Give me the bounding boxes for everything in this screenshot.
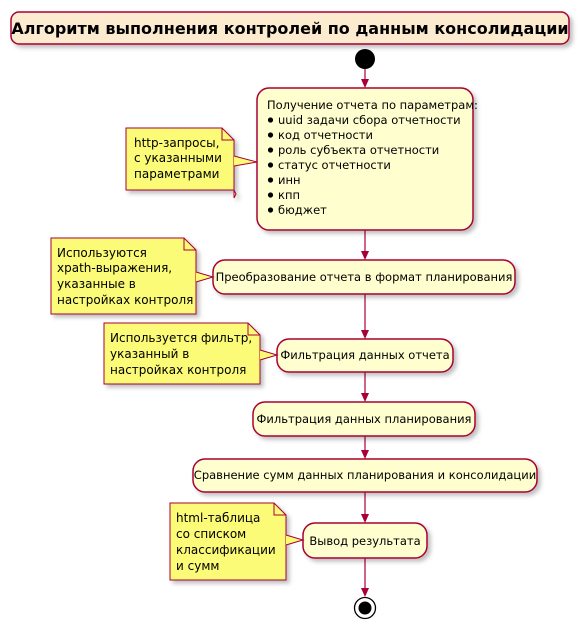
- note-4-line: со списком: [176, 527, 246, 541]
- note-filter: Используется фильтр, указанный в настрой…: [103, 322, 279, 385]
- note-4-line: html-таблица: [176, 511, 260, 525]
- bullet-item: бюджет: [278, 203, 327, 217]
- activity-4-label: Фильтрация данных планирования: [257, 412, 472, 426]
- bullet-dot: [267, 132, 274, 138]
- activity-transform-report: Преобразование отчета в формат планирова…: [212, 259, 516, 295]
- arrow-head-1: [361, 79, 369, 88]
- activity-5-label: Сравнение сумм данных планирования и кон…: [194, 468, 536, 482]
- arrow-head-3: [361, 330, 369, 339]
- note-xpath: Используются xpath-выражения, указанные …: [50, 237, 215, 315]
- note-html-table: html-таблица со списком классификации и …: [169, 502, 305, 581]
- bullet-dot: [267, 192, 274, 198]
- activity-output-result: Вывод результата: [302, 522, 428, 559]
- bullet-dot: [267, 162, 274, 168]
- note-3-line: Используется фильтр,: [110, 331, 252, 345]
- bullet-dot: [267, 177, 274, 183]
- activity-1-bullets: uuid задачи сбора отчетности код отчетно…: [267, 113, 461, 217]
- diagram-title: Алгоритм выполнения контролей по данным …: [10, 11, 570, 45]
- bullet-item: статус отчетности: [278, 158, 391, 172]
- arrow-head-7: [361, 588, 369, 597]
- bullet-item: uuid задачи сбора отчетности: [278, 113, 461, 127]
- note-http-requests: http-запросы, с указанными параметрами: [125, 127, 258, 199]
- bullet-item: код отчетности: [278, 128, 373, 142]
- diagram-title-text: Алгоритм выполнения контролей по данным …: [11, 19, 568, 38]
- bullet-item: кпп: [278, 188, 300, 202]
- bullet-dot: [267, 147, 274, 153]
- note-2-line: xpath-выражения,: [57, 261, 172, 275]
- activity-6-label: Вывод результата: [309, 534, 420, 548]
- activity-filter-report: Фильтрация данных отчета: [276, 338, 454, 373]
- note-4-line: классификации: [176, 543, 276, 557]
- activity-filter-planning: Фильтрация данных планирования: [252, 401, 476, 437]
- arrow-head-6: [361, 514, 369, 523]
- note-2-line: указанные в: [57, 277, 136, 291]
- note-1-line: http-запросы,: [134, 136, 219, 150]
- arrow-head-5: [361, 450, 369, 459]
- arrow-head-4: [361, 393, 369, 402]
- bullet-item: инн: [278, 173, 301, 187]
- activity-3-label: Фильтрация данных отчета: [280, 348, 449, 362]
- bullet-dot: [267, 117, 274, 123]
- activity-1-heading: Получение отчета по параметрам:: [267, 98, 478, 112]
- note-3-line: настройках контроля: [110, 363, 246, 377]
- activity-get-report: Получение отчета по параметрам: uuid зад…: [256, 87, 478, 231]
- note-4-line: и сумм: [176, 559, 219, 573]
- bullet-item: роль субъекта отчетности: [278, 143, 439, 157]
- end-node: [353, 596, 377, 620]
- arrow-heads: [361, 79, 369, 597]
- activity-compare-sums: Сравнение сумм данных планирования и кон…: [192, 458, 538, 493]
- note-3-line: указанный в: [110, 347, 189, 361]
- note-1-line: параметрами: [134, 167, 219, 181]
- bullet-dot: [267, 207, 274, 213]
- start-node: [355, 49, 375, 69]
- note-2-line: настройках контроля: [57, 293, 193, 307]
- note-1-line: с указанными: [134, 151, 222, 165]
- activity-2-label: Преобразование отчета в формат планирова…: [216, 270, 513, 284]
- note-2-line: Используются: [57, 246, 147, 260]
- arrow-head-2: [361, 251, 369, 260]
